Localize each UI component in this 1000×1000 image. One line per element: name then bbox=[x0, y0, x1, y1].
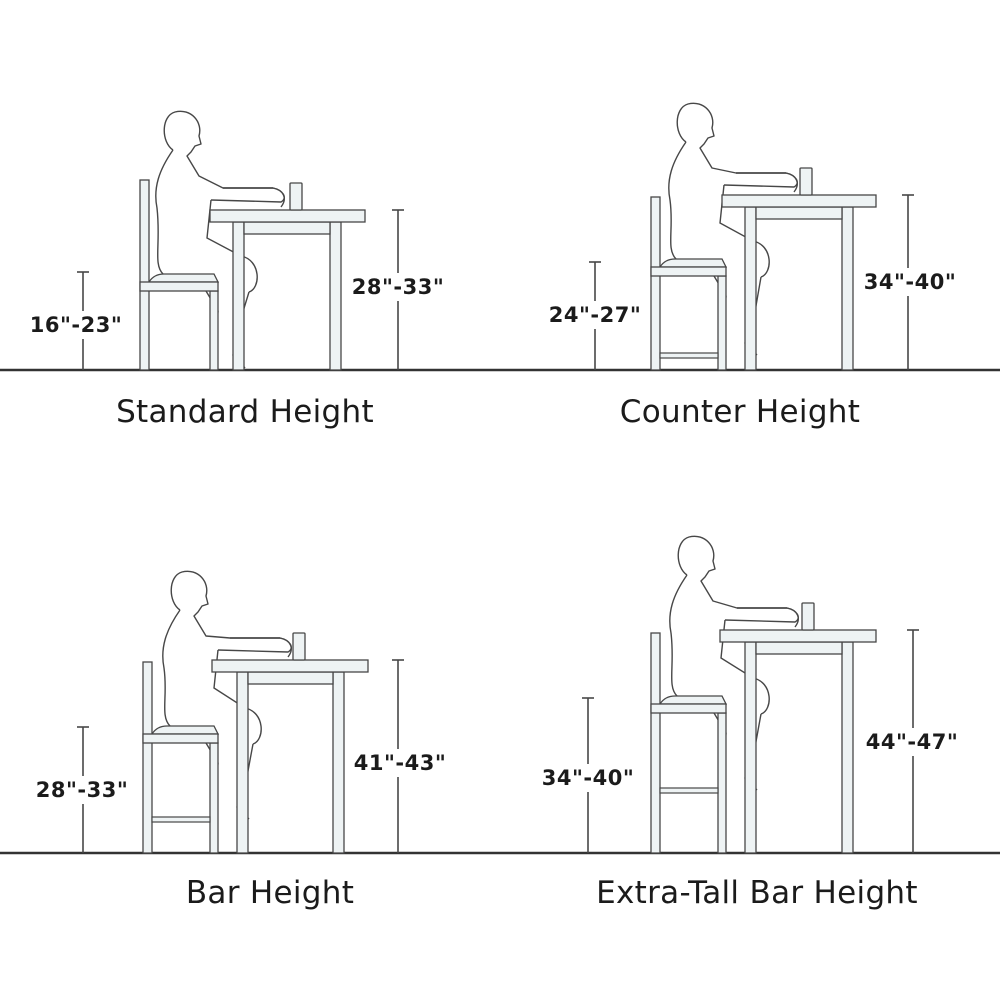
person-hand-outline bbox=[737, 607, 799, 628]
bar-height-title: Bar Height bbox=[185, 875, 355, 911]
counter-height-title: Counter Height bbox=[619, 394, 861, 430]
counter-seat-height-label: 24"-27" bbox=[547, 301, 643, 329]
chair-cushion bbox=[147, 273, 220, 283]
chair-front-leg bbox=[717, 712, 727, 854]
glass bbox=[801, 602, 815, 631]
chair-front-leg bbox=[209, 742, 219, 854]
bar-table-height-label: 41"-43" bbox=[352, 749, 448, 777]
person-hand-outline bbox=[223, 187, 285, 208]
person-back-outline bbox=[669, 574, 688, 697]
glass bbox=[292, 632, 306, 661]
table-top bbox=[721, 194, 877, 208]
person-hand-outline bbox=[230, 637, 292, 658]
table-top bbox=[211, 659, 369, 673]
table-leg-back bbox=[841, 206, 854, 371]
table-apron bbox=[755, 641, 843, 655]
chair-footrest bbox=[659, 787, 719, 794]
table-apron bbox=[755, 206, 843, 220]
table-leg-front bbox=[232, 221, 245, 371]
table-apron bbox=[247, 671, 334, 685]
chair-footrest bbox=[659, 352, 719, 359]
chair-seat bbox=[650, 703, 727, 714]
person-upper-body-outline bbox=[676, 102, 798, 188]
bar-seat-height-label: 28"-33" bbox=[34, 776, 130, 804]
person-back-outline bbox=[155, 149, 174, 275]
chair-cushion bbox=[658, 695, 728, 705]
extra-tall-bar-height-title: Extra-Tall Bar Height bbox=[596, 875, 918, 911]
standard-seat-height-label: 16"-23" bbox=[28, 311, 124, 339]
person-upper-body-outline bbox=[170, 570, 292, 653]
standard-table-height-label: 28"-33" bbox=[350, 273, 446, 301]
table-leg-back bbox=[841, 641, 854, 854]
chair-front-leg bbox=[209, 290, 219, 371]
table-leg-front bbox=[236, 671, 249, 854]
chair-back-post bbox=[142, 661, 153, 854]
chair-seat bbox=[650, 266, 727, 277]
chair-back-post bbox=[139, 179, 150, 371]
glass bbox=[799, 167, 813, 196]
extra-tall-seat-height-label: 34"-40" bbox=[540, 764, 636, 792]
table-leg-front bbox=[744, 641, 757, 854]
extra-tall-table-height-label: 44"-47" bbox=[864, 728, 960, 756]
chair-cushion bbox=[658, 258, 728, 268]
table-leg-back bbox=[332, 671, 345, 854]
standard-height-title: Standard Height bbox=[116, 394, 374, 430]
chair-seat bbox=[142, 733, 219, 744]
chair-back-post bbox=[650, 632, 661, 854]
chair-seat bbox=[139, 281, 219, 292]
glass bbox=[289, 182, 303, 211]
chair-back-post bbox=[650, 196, 661, 371]
table-leg-back bbox=[329, 221, 342, 371]
table-leg-front bbox=[744, 206, 757, 371]
person-back-outline bbox=[668, 141, 687, 260]
person-hand-outline bbox=[736, 172, 798, 193]
table-top bbox=[719, 629, 877, 643]
person-upper-body-outline bbox=[677, 535, 799, 623]
table-top bbox=[209, 209, 366, 223]
chair-footrest bbox=[151, 816, 211, 823]
table-apron bbox=[243, 221, 331, 235]
counter-table-height-label: 34"-40" bbox=[862, 268, 958, 296]
chair-front-leg bbox=[717, 275, 727, 371]
person-back-outline bbox=[162, 609, 181, 727]
chair-cushion bbox=[150, 725, 220, 735]
